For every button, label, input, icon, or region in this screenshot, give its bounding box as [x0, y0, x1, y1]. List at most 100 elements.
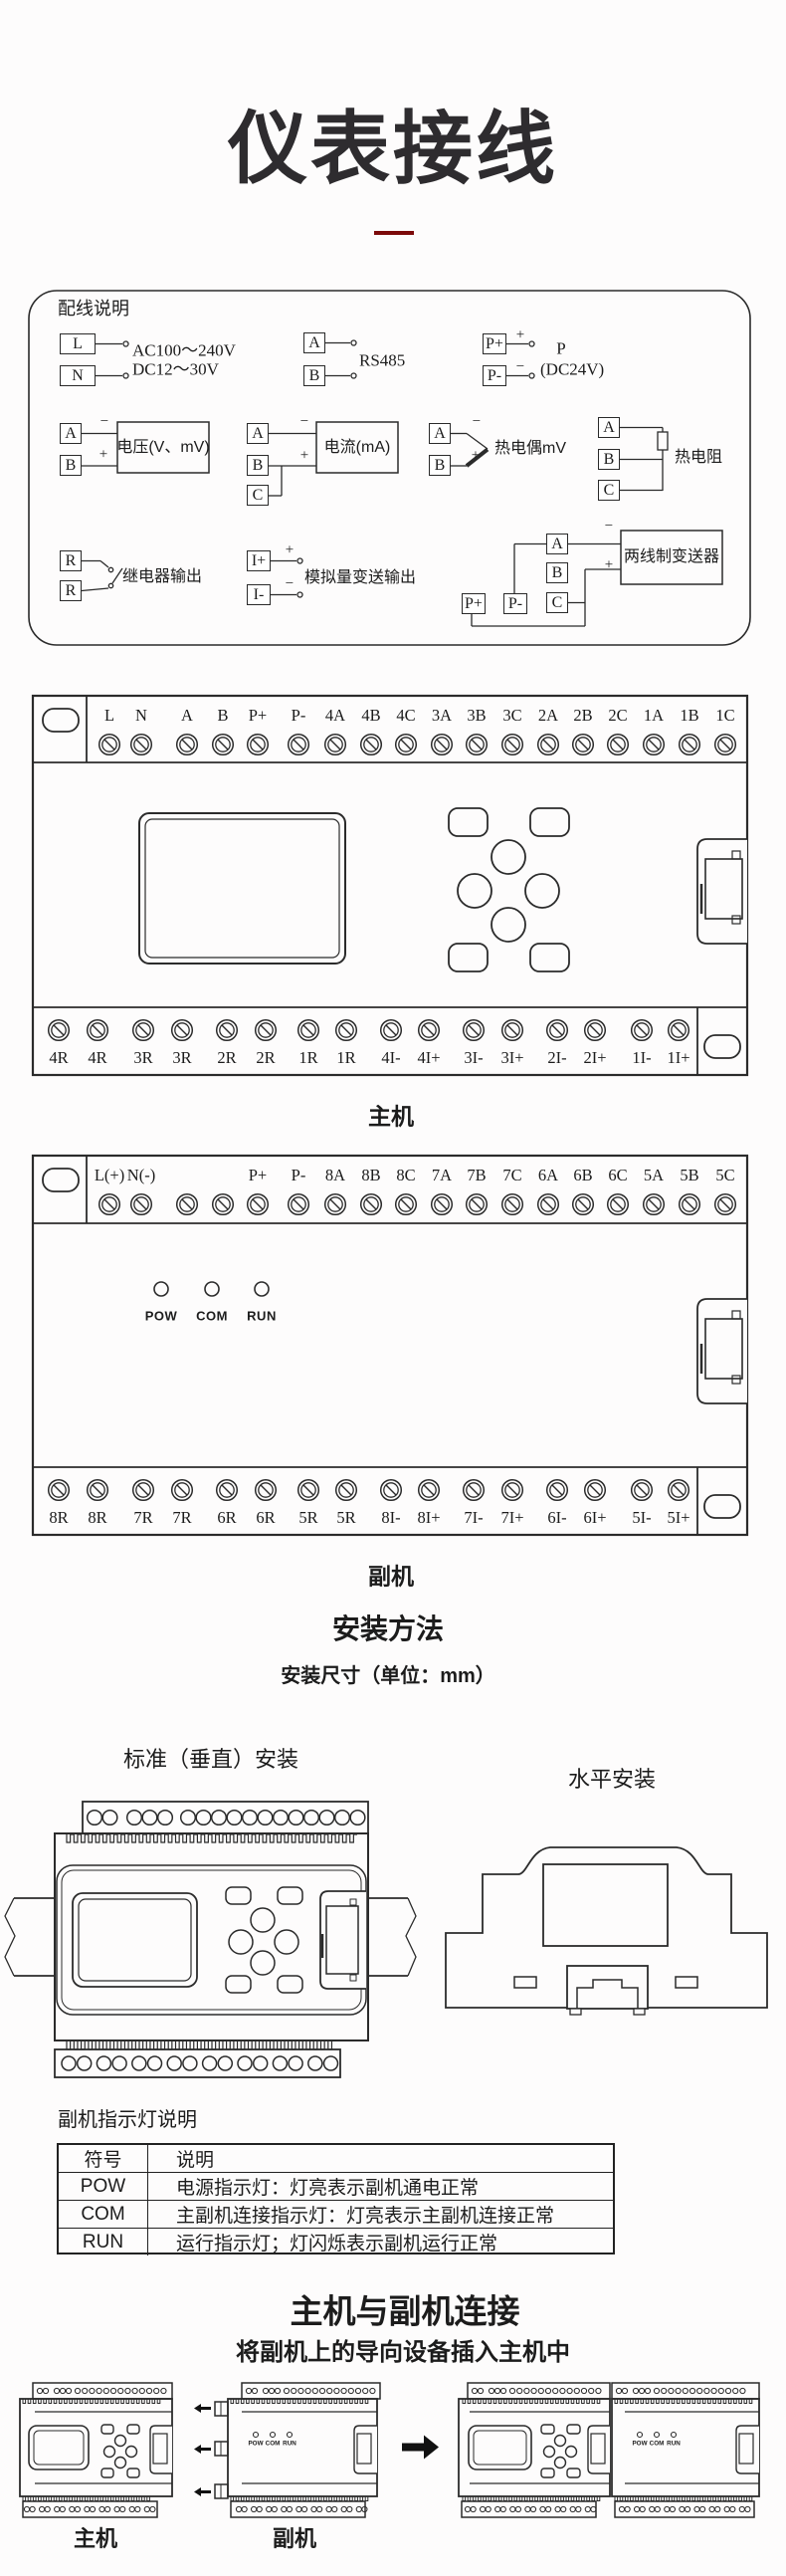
led-symbol: RUN	[59, 2229, 148, 2255]
led-table-header: 符号 说明	[59, 2145, 613, 2172]
terminal-label: 7R	[172, 1507, 192, 1527]
terminal-label: 8B	[361, 1165, 381, 1184]
minus-sign: −	[99, 413, 109, 430]
terminal-label: 3R	[133, 1047, 153, 1067]
horizontal-install-drawing	[445, 1846, 768, 2016]
terminal-label: 8R	[88, 1507, 107, 1527]
minus-sign: −	[472, 413, 482, 430]
terminal-label: 4B	[361, 705, 381, 725]
big-arrow-icon	[402, 2435, 439, 2460]
terminal-label: L(+)	[94, 1165, 125, 1184]
tx-Pminus: P-	[503, 593, 527, 614]
terminal-box-B-485: B	[303, 365, 325, 386]
terminal-label: 5B	[680, 1165, 699, 1184]
terminal-label: 5A	[643, 1165, 665, 1184]
terminal-label: P+	[248, 1165, 268, 1184]
connection-aux-caption: 副机	[272, 2526, 317, 2551]
minus-sign: −	[299, 413, 309, 430]
led-table: 符号 说明 POW 电源指示灯：灯亮表示副机通电正常 COM 主副机连接指示灯：…	[57, 2143, 615, 2255]
terminal-label: 6I-	[547, 1507, 567, 1527]
terminal-label: 2R	[217, 1047, 237, 1067]
tx-B: B	[546, 562, 568, 583]
terminal-label: B	[217, 705, 229, 725]
mini-led-run2: RUN	[667, 2440, 681, 2448]
terminal-label: 7I-	[464, 1507, 484, 1527]
wiring-power-lines	[96, 340, 129, 379]
mini-main-unit	[19, 2382, 173, 2518]
main-unit-outline	[31, 694, 749, 1077]
mini-led-pow: POW	[248, 2440, 264, 2448]
plug-arrows-icon	[194, 2404, 211, 2496]
led-table-title: 副机指示灯说明	[58, 2109, 197, 2131]
wiring-rtd	[620, 426, 669, 492]
terminal-label: 7B	[467, 1165, 487, 1184]
p24-label2: (DC24V)	[540, 359, 605, 379]
led-table-col1-header: 符号	[59, 2145, 148, 2172]
wiring-current	[269, 421, 399, 497]
power-line1: AC100～240V	[132, 340, 236, 360]
terminal-label: 7A	[431, 1165, 453, 1184]
led-table-row-run: RUN 运行指示灯；灯闪烁表示副机运行正常	[59, 2228, 613, 2255]
led-symbol: COM	[59, 2201, 148, 2228]
tc-label: 热电偶mV	[494, 440, 567, 457]
tc-B: B	[429, 455, 451, 476]
terminal-label: 6B	[573, 1165, 593, 1184]
plus-sign: +	[515, 326, 525, 343]
install-heading: 安装方法	[331, 1613, 445, 1644]
rtd-B: B	[598, 449, 620, 470]
led-table-row-pow: POW 电源指示灯：灯亮表示副机通电正常	[59, 2172, 613, 2200]
mini-led-run: RUN	[283, 2440, 296, 2448]
current-label: 电流(mA)	[323, 439, 391, 456]
terminal-label: 8R	[49, 1507, 69, 1527]
vertical-install-label: 标准（垂直）安装	[122, 1747, 299, 1772]
terminal-label: 1B	[680, 705, 699, 725]
terminal-label: 2I-	[547, 1047, 567, 1067]
terminal-label: 7I+	[500, 1507, 524, 1527]
terminal-label: 2B	[573, 705, 593, 725]
terminal-label: 3R	[172, 1047, 192, 1067]
tx-Pplus: P+	[462, 593, 486, 614]
aux-unit-screws	[47, 1192, 737, 1502]
terminal-label: 2R	[256, 1047, 276, 1067]
terminal-label: 4R	[49, 1047, 69, 1067]
aux-led-pow-label: POW	[144, 1308, 178, 1324]
install-subheading: 安装尺寸（单位：mm）	[281, 1665, 495, 1687]
rs485-label: RS485	[359, 350, 406, 370]
wiring-relay	[81, 559, 123, 592]
p24-label1: P	[556, 338, 566, 358]
terminal-label: 1R	[336, 1047, 356, 1067]
aout-label: 模拟量变送输出	[304, 569, 417, 586]
terminal-label: 7R	[133, 1507, 153, 1527]
current-B: B	[247, 455, 269, 476]
mini-aux-unit	[194, 2382, 381, 2518]
led-table-col2-header: 说明	[176, 2150, 215, 2171]
terminal-label: 5C	[715, 1165, 735, 1184]
terminal-label: 5I-	[632, 1507, 652, 1527]
mini-led-pow2: POW	[632, 2440, 648, 2448]
aux-unit-outline	[31, 1154, 749, 1537]
terminal-box-Pplus: P+	[483, 333, 506, 354]
terminal-label: 1I+	[667, 1047, 690, 1067]
voltage-B: B	[60, 455, 82, 476]
aout-Iminus: I-	[247, 584, 271, 605]
terminal-label: 1R	[298, 1047, 318, 1067]
main-unit-caption: 主机	[368, 1104, 414, 1130]
terminal-label: 1C	[715, 705, 735, 725]
terminal-label: 5R	[298, 1507, 318, 1527]
current-A: A	[247, 423, 269, 444]
relay-R2: R	[60, 580, 82, 601]
wiring-p24-lines	[506, 340, 535, 379]
terminal-label: 4I-	[381, 1047, 401, 1067]
voltage-A: A	[60, 423, 82, 444]
vertical-install-drawing	[4, 1801, 417, 2078]
led-description: 主副机连接指示灯：灯亮表示主副机连接正常	[176, 2206, 555, 2227]
terminal-label: P-	[291, 1165, 306, 1184]
terminal-label: 1I-	[632, 1047, 652, 1067]
wiring-box-outline	[28, 290, 751, 646]
terminal-label: 3C	[502, 705, 522, 725]
terminal-label: 1A	[643, 705, 665, 725]
minus-sign: −	[604, 518, 614, 535]
tx-label: 两线制变送器	[623, 548, 720, 565]
terminal-label: 6I+	[583, 1507, 607, 1527]
